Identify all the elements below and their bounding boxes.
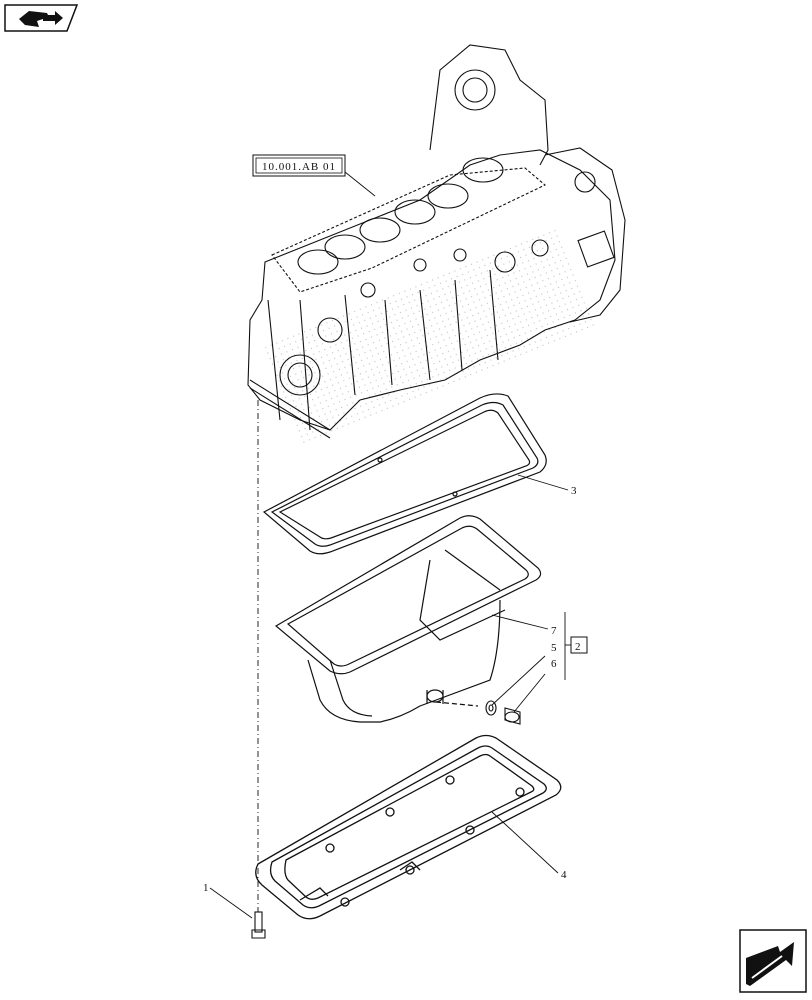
engine-block xyxy=(247,44,626,446)
leader-lines xyxy=(209,171,572,919)
drain-washer xyxy=(485,700,497,716)
callout-2: 2 xyxy=(575,641,581,653)
drain-plug xyxy=(504,707,521,725)
bolt xyxy=(251,911,266,939)
next-page-arrow-icon[interactable] xyxy=(738,928,808,994)
callout-5: 5 xyxy=(551,642,557,654)
callout-6: 6 xyxy=(551,658,557,670)
book-open-arrow-icon[interactable] xyxy=(3,3,79,33)
oil-pan xyxy=(274,515,542,723)
reference-label-text: 10.001.AB 01 xyxy=(262,161,336,173)
oil-pan-gasket xyxy=(262,393,547,555)
callout-1: 1 xyxy=(203,882,209,894)
callout-3: 3 xyxy=(571,485,577,497)
callout-7: 7 xyxy=(551,625,557,637)
callout-2-box: 2 xyxy=(570,636,588,654)
callout-4: 4 xyxy=(561,869,567,881)
reference-label[interactable]: 10.001.AB 01 xyxy=(252,154,346,177)
oil-pan-frame xyxy=(255,734,562,920)
